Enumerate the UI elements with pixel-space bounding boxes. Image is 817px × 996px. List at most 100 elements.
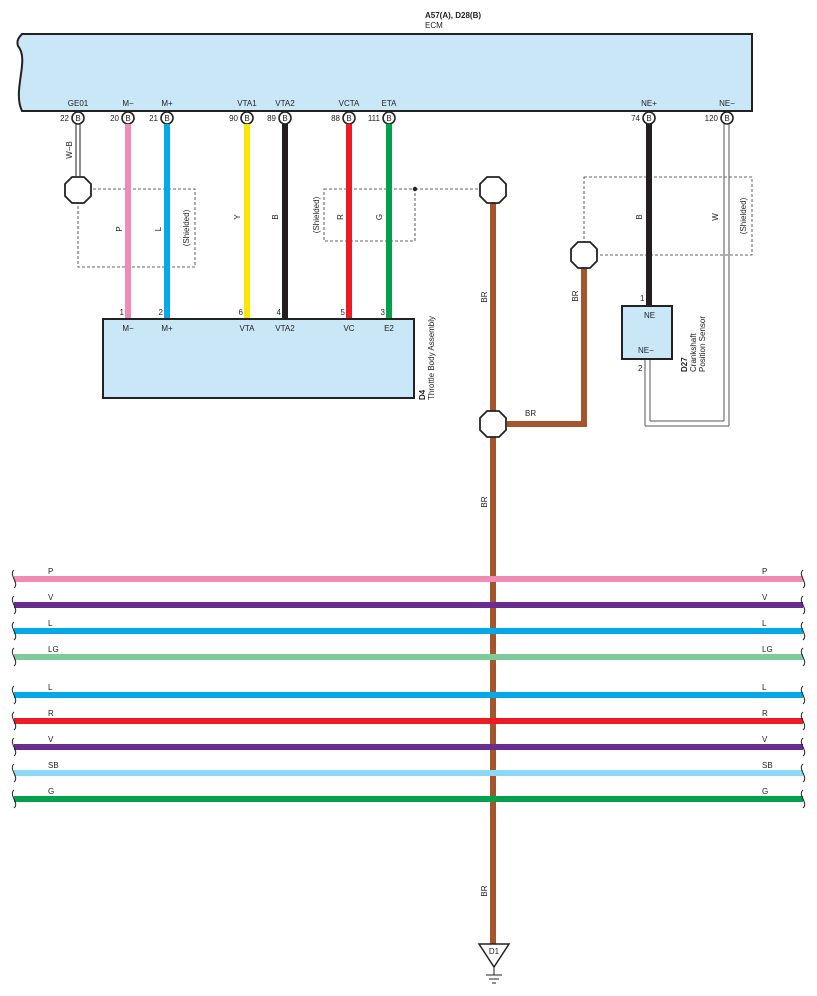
ground-wire: BR BR BR BR BR xyxy=(480,197,587,945)
bus-label-right: P xyxy=(762,567,767,576)
throttle-pin-number: 2 xyxy=(159,308,164,317)
throttle-pin-number: 3 xyxy=(381,308,386,317)
wire-label-ne-plus: B xyxy=(635,214,644,219)
ecm-pin-side: B xyxy=(386,114,391,123)
wire-label-vta1: Y xyxy=(233,214,242,220)
bus-label-left: V xyxy=(48,593,54,602)
throttle-pin-number: 1 xyxy=(120,308,125,317)
ecm-pin-number: 111 xyxy=(368,114,381,123)
bus-label-right: G xyxy=(762,787,768,796)
ground-symbol: D1 xyxy=(477,943,511,984)
ecm-pin-number: 90 xyxy=(229,114,238,123)
throttle-code: D4 xyxy=(418,389,427,400)
wire-vta1: Y xyxy=(233,124,250,319)
bus-label-right: V xyxy=(762,735,768,744)
crank-name-line1: Crankshaft xyxy=(689,333,698,372)
ecm-pin-number: 20 xyxy=(110,114,119,123)
ground-id: D1 xyxy=(489,947,500,956)
wire-label-eta: G xyxy=(375,214,384,220)
bus-label-right: L xyxy=(762,683,767,692)
shield-right: (Shielded) xyxy=(583,176,753,256)
bus-break-right xyxy=(800,621,806,641)
ecm-pin-side: B xyxy=(646,114,651,123)
wire-label-m-plus: L xyxy=(154,226,163,231)
bus-label-left: V xyxy=(48,735,54,744)
wire-vcta: R xyxy=(336,124,352,319)
bus-break-right xyxy=(800,789,806,809)
ecm-name: ECM xyxy=(425,21,443,30)
shield-label: (Shielded) xyxy=(312,196,321,233)
ecm-pin-name: VCTA xyxy=(339,99,360,108)
bus-label-right: V xyxy=(762,593,768,602)
ecm-pin-circle xyxy=(720,111,734,125)
ecm-pin-side: B xyxy=(75,114,80,123)
bus-break-right xyxy=(800,737,806,757)
ecm-pin-number: 21 xyxy=(149,114,158,123)
ecm-pin-name: M+ xyxy=(161,99,173,108)
ground-wire-label: BR xyxy=(480,885,489,896)
wire-ne-plus: B xyxy=(635,124,652,306)
shield-label: (Shielded) xyxy=(182,209,191,246)
ecm-pin-name: NE− xyxy=(719,99,735,108)
bus-break-right xyxy=(800,685,806,705)
ground-triangle xyxy=(477,943,511,969)
crank-sensor: 1 NE NE− 2 D27 Crankshaft Position Senso… xyxy=(621,294,707,373)
ground-wire-label: BR xyxy=(480,291,489,302)
bus-label-right: LG xyxy=(762,645,773,654)
ecm-connectors-label: A57(A), D28(B) xyxy=(425,11,481,20)
shield-left: (Shielded) xyxy=(77,188,196,268)
crank-code: D27 xyxy=(680,357,689,372)
crank-pin-top-num: 1 xyxy=(640,294,645,303)
wire-label-ne-minus: W xyxy=(711,213,720,221)
bus-break-left xyxy=(11,569,17,589)
bus-break-left xyxy=(11,711,17,731)
throttle-name: Throttle Body Assembly xyxy=(427,316,436,400)
wire-ne-minus: W xyxy=(644,124,730,427)
wire-m-minus: P xyxy=(115,124,131,319)
wire-eta: G xyxy=(375,124,392,319)
wire-label-vta2: B xyxy=(271,214,280,219)
bus-break-left xyxy=(11,621,17,641)
crank-pin-bottom-name: NE− xyxy=(638,346,654,355)
bus-label-left: SB xyxy=(48,761,59,770)
ground-wire-label: BR xyxy=(480,496,489,507)
crank-pin-top-name: NE xyxy=(644,311,655,320)
splice-shield-middle xyxy=(479,176,507,204)
bus-label-right: R xyxy=(762,709,768,718)
crank-pin-bottom-num: 2 xyxy=(638,364,643,373)
bus-break-left xyxy=(11,737,17,757)
splice-ground-junction xyxy=(479,410,507,438)
throttle-pin-name: VTA2 xyxy=(275,324,295,333)
ecm-pin-side: B xyxy=(282,114,287,123)
ground-wire-label: BR xyxy=(571,290,580,301)
ecm-pin-side: B xyxy=(164,114,169,123)
throttle-pin-name: M+ xyxy=(161,324,173,333)
ecm-pin-side: B xyxy=(244,114,249,123)
bus-label-left: P xyxy=(48,567,53,576)
bus-label-left: LG xyxy=(48,645,59,654)
bus-break-left xyxy=(11,595,17,615)
bus-label-right: L xyxy=(762,619,767,628)
crank-name-line2: Position Sensor xyxy=(698,316,707,372)
wire-label-vcta: R xyxy=(336,214,345,220)
bus-label-left: G xyxy=(48,787,54,796)
ecm-pin-side: B xyxy=(125,114,130,123)
shield-label: (Shielded) xyxy=(739,197,748,234)
wire-ge01: W−B xyxy=(65,124,81,176)
throttle-pin-name: E2 xyxy=(384,324,394,333)
bus-label-left: L xyxy=(48,683,53,692)
bus-break-right xyxy=(800,569,806,589)
throttle-pin-number: 6 xyxy=(239,308,244,317)
splice-ge01 xyxy=(64,176,92,204)
bus-label-left: L xyxy=(48,619,53,628)
splice-shield-right xyxy=(570,241,598,269)
throttle-pin-number: 5 xyxy=(341,308,346,317)
ecm-pin-name: VTA1 xyxy=(237,99,257,108)
bus-break-left xyxy=(11,647,17,667)
ecm-pin-number: 89 xyxy=(267,114,276,123)
bus-break-left xyxy=(11,789,17,809)
ecm-pin-name: M− xyxy=(122,99,134,108)
shield-middle: (Shielded) xyxy=(312,186,483,242)
